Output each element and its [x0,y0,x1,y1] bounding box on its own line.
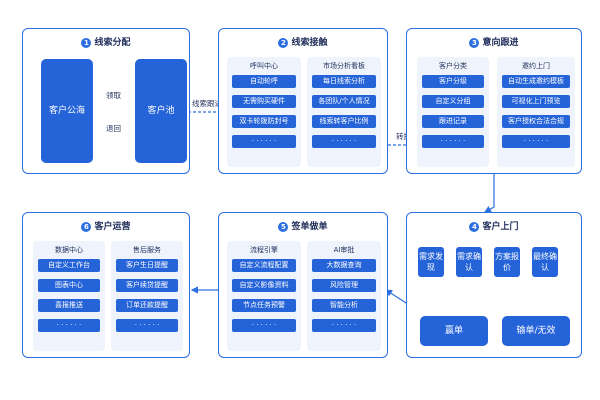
list-item[interactable]: 自动生成邀约模板 [502,75,570,88]
return-label: 退回 [106,124,121,133]
column-data-center: 数据中心 自定义工作台 图表中心 喜报推送 · · · · · · [33,241,105,351]
list-item[interactable]: 每日线索分析 [312,75,376,88]
list-item[interactable]: 风险管理 [312,279,376,292]
list-item[interactable]: · · · · · · [312,319,376,332]
list-item[interactable]: 节点任务预警 [232,299,296,312]
list-item[interactable]: 订单还款提醒 [116,299,178,312]
column-process-engine: 流程引擎 自定义流程配置 自定义影像资料 节点任务预警 · · · · · · [227,241,301,351]
list-item[interactable]: 双卡轮拨防封号 [232,115,296,128]
list-item[interactable]: 各团队/个人情况 [312,95,376,108]
list-item[interactable]: 无需购买硬件 [232,95,296,108]
public-pool-box[interactable]: 客户公海 [41,59,93,163]
list-item[interactable]: 线索转客户比例 [312,115,376,128]
claim-label: 领取 [106,91,121,100]
customer-pool-box[interactable]: 客户池 [135,59,187,163]
list-item[interactable]: 客户分级 [422,75,484,88]
list-item[interactable]: 自动轮呼 [232,75,296,88]
list-item[interactable]: · · · · · · [502,135,570,148]
list-item[interactable]: · · · · · · [422,135,484,148]
list-item[interactable]: 跟进记录 [422,115,484,128]
list-item[interactable]: 客户授权合法合规 [502,115,570,128]
list-item[interactable]: · · · · · · [312,135,376,148]
list-item[interactable]: 智能分析 [312,299,376,312]
list-item[interactable]: · · · · · · [116,319,178,332]
step-need-confirm[interactable]: 需求确认 [456,247,482,277]
column-customer-category: 客户分类 客户分级 自定义分组 跟进记录 · · · · · · [417,57,489,167]
list-item[interactable]: · · · · · · [38,319,100,332]
list-item[interactable]: 客户续贷提醒 [116,279,178,292]
column-market-board: 市场分析看板 每日线索分析 各团队/个人情况 线索转客户比例 · · · · ·… [307,57,381,167]
list-item[interactable]: 自定义影像资料 [232,279,296,292]
win-box[interactable]: 赢单 [420,316,488,346]
list-item[interactable]: · · · · · · [232,319,296,332]
list-item[interactable]: 喜报推送 [38,299,100,312]
list-item[interactable]: 自定义流程配置 [232,259,296,272]
list-item[interactable]: 可视化上门预览 [502,95,570,108]
step-final-confirm[interactable]: 最终确认 [532,247,558,277]
list-item[interactable]: 大数据查询 [312,259,376,272]
lead-followup-label: 线索跟进 [192,99,222,108]
list-item[interactable]: · · · · · · [232,135,296,148]
list-item[interactable]: 图表中心 [38,279,100,292]
column-ai-approval: AI审批 大数据查询 风险管理 智能分析 · · · · · · [307,241,381,351]
column-invite-visit: 邀约上门 自动生成邀约模板 可视化上门预览 客户授权合法合规 · · · · ·… [497,57,575,167]
step-number: 1 [81,37,92,48]
step-need-discovery[interactable]: 需求发现 [418,247,444,277]
list-item[interactable]: 客户生日提醒 [116,259,178,272]
column-after-sales: 售后服务 客户生日提醒 客户续贷提醒 订单还款提醒 · · · · · · [111,241,183,351]
list-item[interactable]: 自定义分组 [422,95,484,108]
lose-box[interactable]: 输单/无效 [502,316,570,346]
column-call-center: 呼叫中心 自动轮呼 无需购买硬件 双卡轮拨防封号 · · · · · · [227,57,301,167]
list-item[interactable]: 自定义工作台 [38,259,100,272]
step-quote[interactable]: 方案报价 [494,247,520,277]
